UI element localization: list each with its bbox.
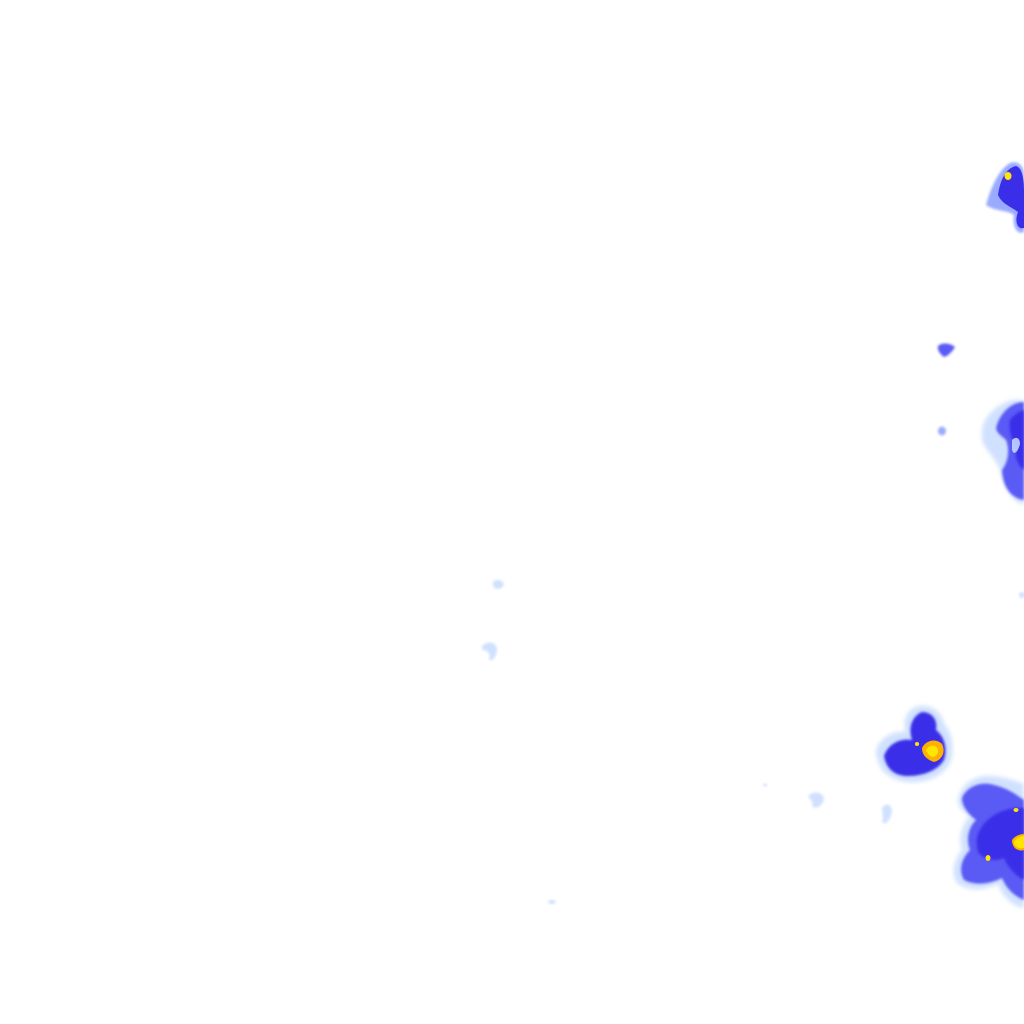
precip-speck-1 — [937, 343, 955, 357]
precip-speck-2 — [938, 426, 946, 436]
precip-speck-3 — [493, 579, 504, 589]
precip-speck-7 — [882, 804, 892, 824]
precip-speck-5 — [1019, 592, 1024, 598]
precip-cell-top-right — [986, 162, 1024, 233]
precip-speck-6 — [808, 792, 824, 808]
precip-cell-lower-center — [876, 705, 953, 783]
precip-cell-right-middle — [982, 400, 1024, 505]
precip-speck-9 — [763, 783, 767, 787]
precip-speck-8 — [548, 900, 556, 904]
precip-cell-bottom-right — [953, 776, 1024, 908]
precip-speck-4 — [482, 642, 497, 661]
